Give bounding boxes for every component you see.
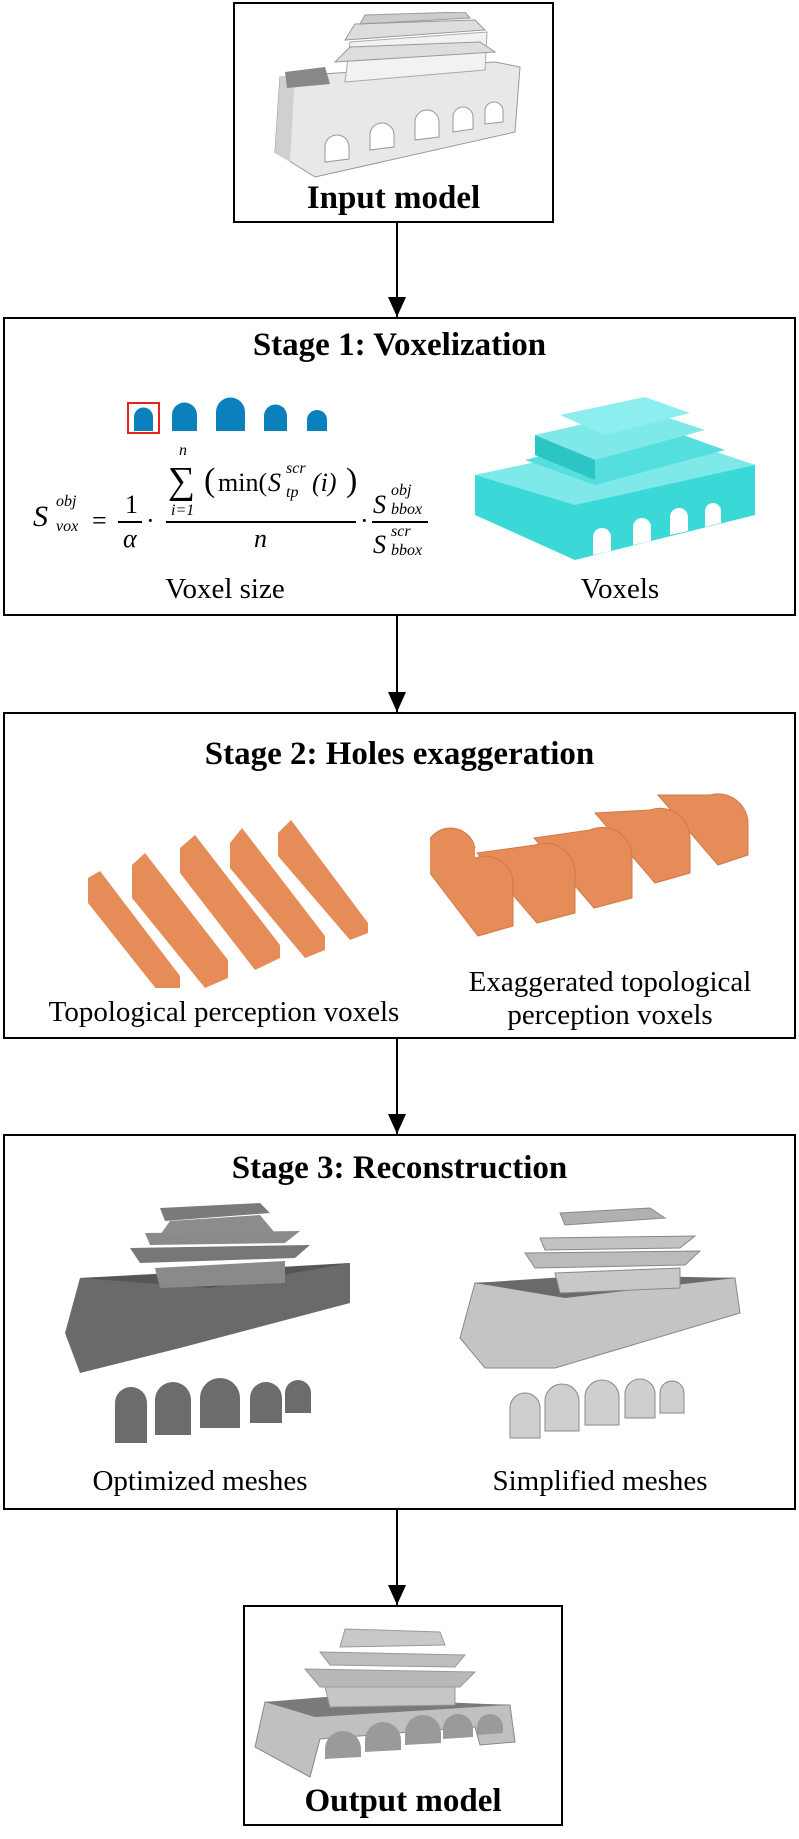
voxel-size-formula: S obj vox = 1 α · n ∑ i=1 ( min( S scr t… — [28, 443, 458, 572]
input-model-box: Input model — [233, 2, 554, 223]
optimized-meshes-label: Optimized meshes — [92, 1465, 308, 1497]
input-model-image — [274, 12, 521, 178]
exaggerated-voxels-label-line1: Exaggerated topological — [468, 966, 752, 998]
arch-5 — [307, 410, 327, 431]
optimized-meshes-image — [65, 1203, 350, 1443]
exaggerated-voxels-image — [430, 793, 749, 937]
arrow-input-to-stage1 — [388, 223, 406, 317]
simplified-meshes-label: Simplified meshes — [492, 1465, 708, 1497]
tunnel-cross-sections — [127, 397, 327, 434]
stage2-title: Stage 2: Holes exaggeration — [204, 736, 595, 772]
stage1-title: Stage 1: Voxelization — [252, 327, 547, 363]
topological-perception-voxels-image — [88, 820, 368, 988]
output-model-box: Output model — [243, 1605, 563, 1826]
arrow-stage3-to-output — [388, 1510, 406, 1605]
arrow-stage2-to-stage3 — [388, 1039, 406, 1134]
highlight-box — [127, 402, 160, 434]
stage3-title: Stage 3: Reconstruction — [231, 1150, 568, 1186]
arch-4 — [264, 404, 287, 431]
arch-3 — [216, 397, 245, 431]
voxel-size-label: Voxel size — [165, 573, 285, 605]
exaggerated-voxels-label-line2: perception voxels — [507, 999, 713, 1031]
formula-lhs: S — [33, 500, 48, 533]
output-model-image — [254, 1628, 516, 1778]
arch-2 — [172, 402, 197, 431]
arrow-stage1-to-stage2 — [388, 616, 406, 712]
input-model-label: Input model — [306, 180, 481, 216]
topological-perception-voxels-label: Topological perception voxels — [48, 996, 400, 1028]
voxels-label: Voxels — [580, 573, 660, 605]
simplified-meshes-image — [459, 1207, 741, 1439]
arch-1 — [134, 407, 153, 431]
output-model-label: Output model — [304, 1783, 502, 1819]
voxels-image — [475, 397, 755, 560]
